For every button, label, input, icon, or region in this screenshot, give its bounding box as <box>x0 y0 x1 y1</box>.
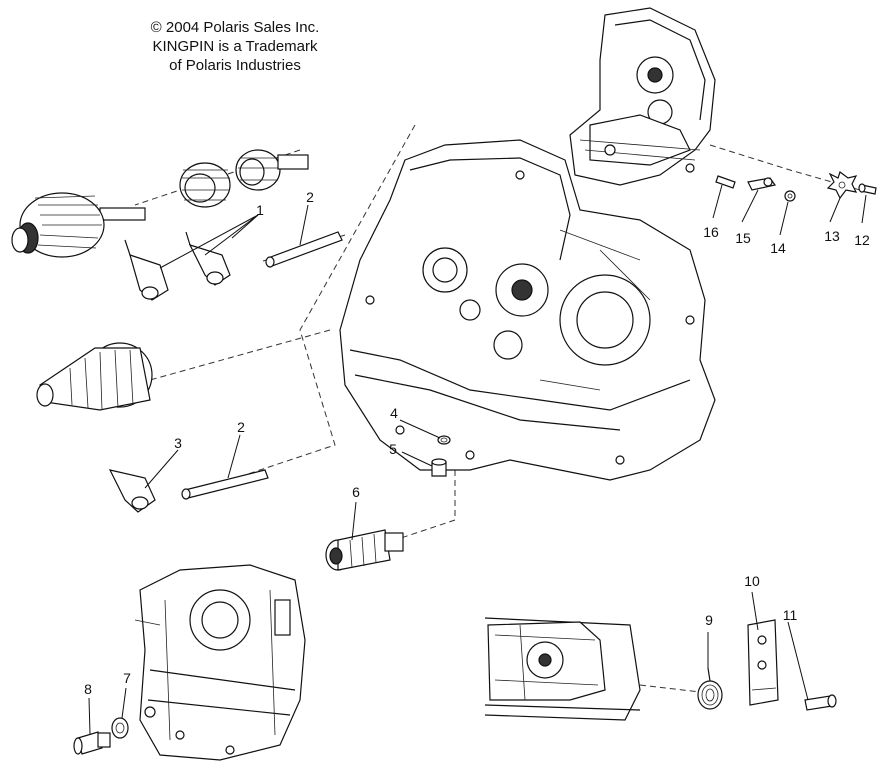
shift-fork-left <box>124 239 169 301</box>
inset-detail-view <box>484 617 641 721</box>
washer-7 <box>111 717 129 739</box>
reverse-gear <box>235 149 309 191</box>
shift-fork-right <box>185 231 231 286</box>
copyright-line-1: © 2004 Polaris Sales Inc. <box>150 19 320 36</box>
callout-16: 16 <box>703 224 719 240</box>
copyright-notice: © 2004 Polaris Sales Inc. KINGPIN is a T… <box>120 18 350 75</box>
callout-11: 11 <box>782 607 798 623</box>
callout-15: 15 <box>735 230 751 246</box>
plug <box>431 458 447 477</box>
callout-leader-lines <box>88 184 867 735</box>
bolt-12 <box>858 183 877 195</box>
pin-16 <box>715 175 736 189</box>
callout-2-lower: 2 <box>237 419 245 435</box>
shift-rod-upper <box>265 231 343 268</box>
crankcase-half <box>339 139 716 481</box>
copyright-line-3: of Polaris Industries <box>169 57 301 74</box>
callout-2-upper: 2 <box>306 189 314 205</box>
spring-9 <box>697 667 723 710</box>
washer-14 <box>784 190 796 202</box>
callout-3: 3 <box>174 435 182 451</box>
callout-14: 14 <box>770 240 786 256</box>
callout-5: 5 <box>389 441 397 457</box>
drive-gear <box>179 162 231 208</box>
transmission-cover <box>569 7 716 186</box>
bolt-11 <box>804 694 837 711</box>
side-housing <box>134 564 306 761</box>
output-shaft-assembly <box>11 192 146 258</box>
copyright-line-2: KINGPIN is a Trademark <box>152 38 318 55</box>
shift-fork-lower <box>108 469 156 513</box>
callout-4: 4 <box>390 405 398 421</box>
shift-drum <box>325 529 404 571</box>
input-shaft-cluster <box>36 342 153 411</box>
callout-1: 1 <box>256 202 264 218</box>
switch-8 <box>73 731 111 755</box>
shift-rod-lower <box>181 469 269 500</box>
callout-6: 6 <box>352 484 360 500</box>
callout-12: 12 <box>854 232 870 248</box>
star-plate-13 <box>826 171 858 200</box>
callout-13: 13 <box>824 228 840 244</box>
arm-15 <box>747 177 777 191</box>
callout-9: 9 <box>705 612 713 628</box>
bracket-10 <box>747 619 779 706</box>
callout-7: 7 <box>123 670 131 686</box>
o-ring-washer <box>437 435 451 445</box>
callout-8: 8 <box>84 681 92 697</box>
callout-10: 10 <box>744 573 760 589</box>
